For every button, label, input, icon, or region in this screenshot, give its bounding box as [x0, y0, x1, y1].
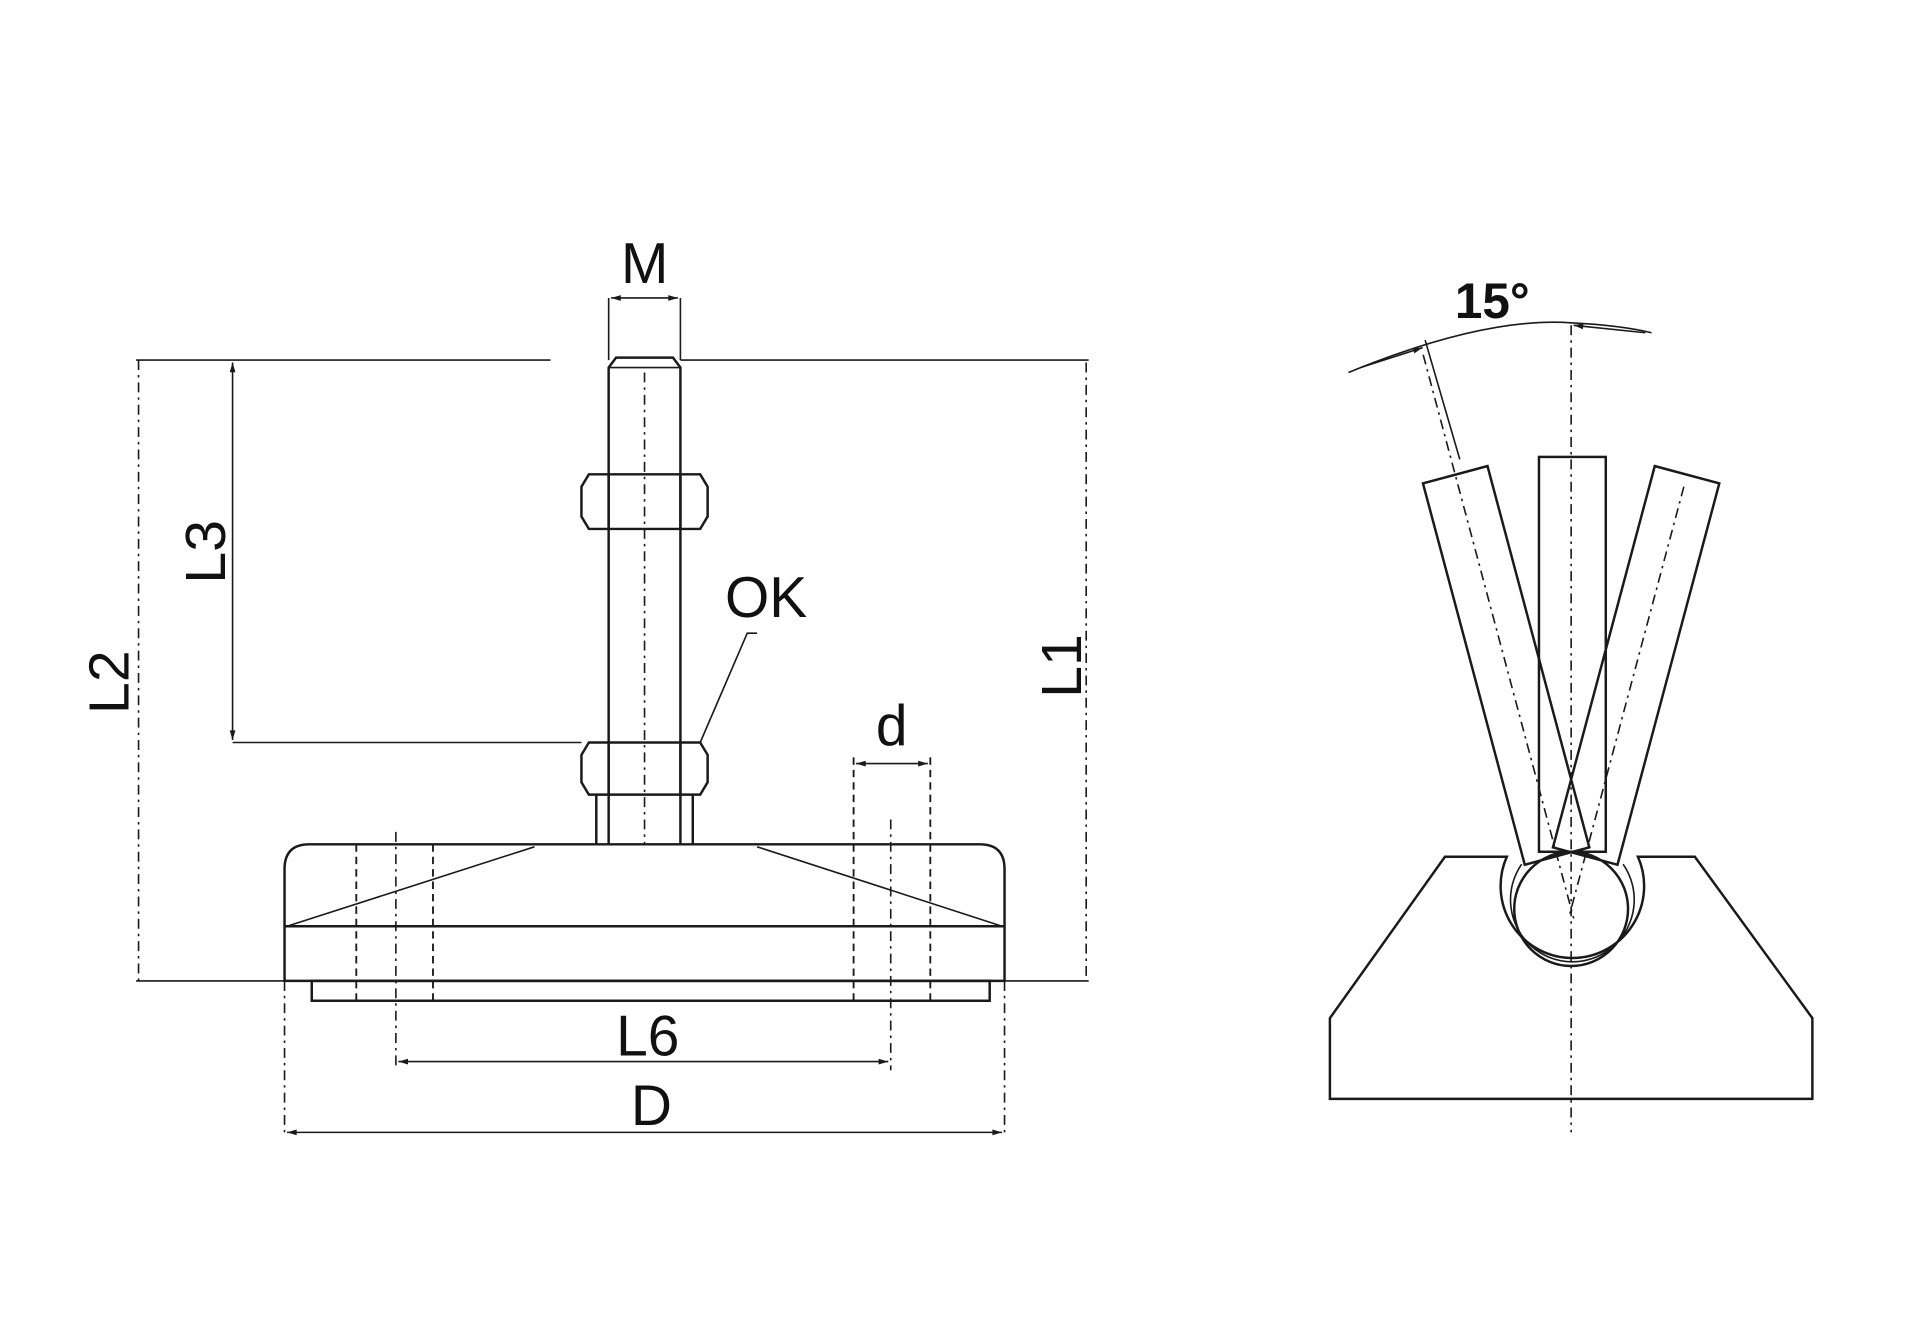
- label-M: M: [621, 232, 668, 296]
- label-D: D: [631, 1074, 672, 1138]
- label-L6: L6: [616, 1004, 679, 1068]
- label-L2: L2: [78, 650, 142, 714]
- side-view: [283, 356, 1006, 1138]
- neck: [595, 794, 695, 845]
- top-nut: [580, 473, 709, 531]
- label-L1: L1: [1030, 634, 1094, 698]
- label-angle: 15°: [1455, 273, 1530, 329]
- swivel-view: 15°: [1328, 273, 1814, 1133]
- label-OK: OK: [725, 566, 807, 630]
- label-L3: L3: [174, 520, 238, 584]
- threaded-stud: [607, 356, 682, 845]
- dimensions: [136, 295, 1089, 1136]
- base-pad: [310, 979, 991, 1002]
- base-body: [283, 843, 1006, 983]
- socket-base: [1328, 855, 1814, 1101]
- angle-arc: [1348, 321, 1652, 374]
- label-d: d: [876, 694, 908, 758]
- rod-center: [1537, 455, 1608, 854]
- bottom-nut: [580, 741, 709, 796]
- dimension-labels: M L3 L2 L1 OK d L6 D: [78, 232, 1094, 1138]
